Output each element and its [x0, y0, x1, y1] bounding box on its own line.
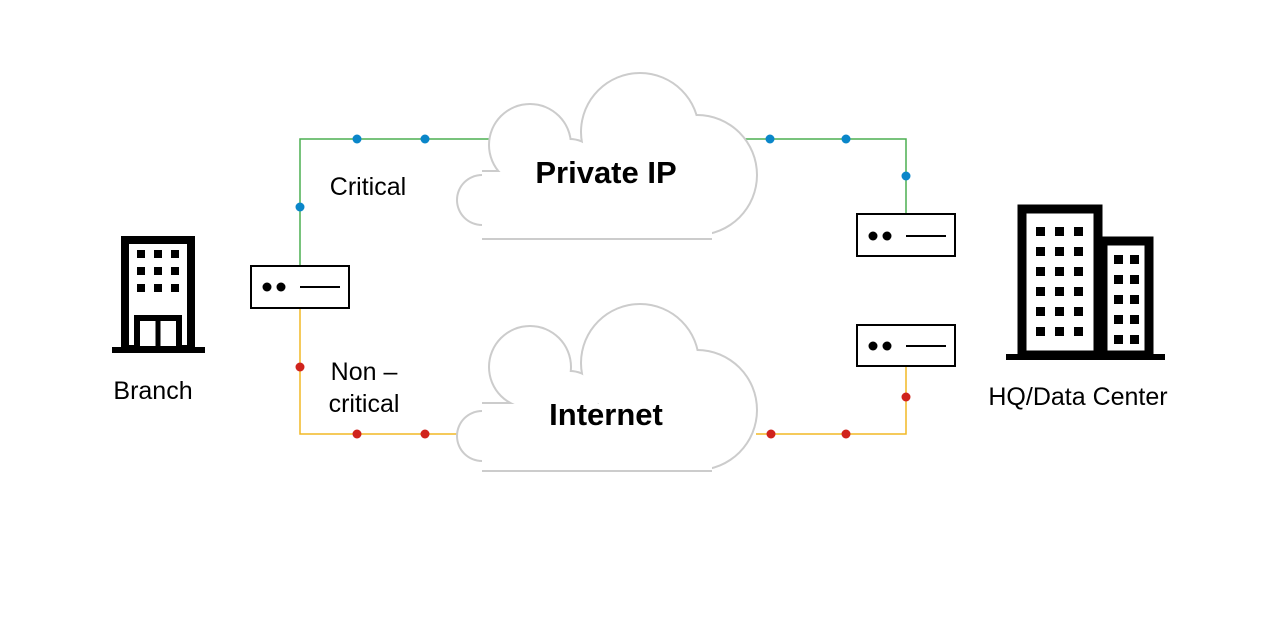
noncritical-label-line1: Non – [331, 358, 398, 386]
noncritical-packet-dot [295, 362, 305, 372]
private-ip-cloud: Private IP [456, 72, 758, 240]
critical-packet-dot [841, 134, 851, 144]
noncritical-path-right-line [756, 366, 907, 435]
critical-path-right-line [718, 138, 907, 214]
noncritical-packet-dot [766, 429, 776, 439]
noncritical-label-line2: critical [329, 390, 400, 418]
critical-packet-dot [901, 171, 911, 181]
critical-packet-dot [295, 202, 305, 212]
critical-label: Critical [330, 173, 406, 201]
critical-packet-dot [420, 134, 430, 144]
critical-packet-dot [352, 134, 362, 144]
internet-cloud: Internet [456, 303, 758, 472]
noncritical-packet-dot [841, 429, 851, 439]
branch-label: Branch [113, 377, 192, 405]
internet-label: Internet [549, 397, 663, 432]
hq-router-noncritical-icon [856, 324, 956, 367]
critical-path-left-line [299, 138, 495, 266]
cloud-icon [456, 303, 758, 472]
critical-path [295, 134, 911, 266]
hq-router-critical-icon [856, 213, 956, 257]
hq-label: HQ/Data Center [988, 383, 1167, 411]
hq-building-icon [1006, 204, 1165, 360]
noncritical-packet-dot [420, 429, 430, 439]
private-ip-label: Private IP [535, 155, 676, 190]
noncritical-packet-dot [352, 429, 362, 439]
branch-building-icon [112, 236, 205, 353]
noncritical-path-left-line [299, 308, 460, 435]
noncritical-packet-dot [901, 392, 911, 402]
cloud-icon [456, 72, 758, 240]
branch-router-icon [250, 265, 350, 309]
critical-packet-dot [765, 134, 775, 144]
noncritical-path [295, 308, 911, 439]
